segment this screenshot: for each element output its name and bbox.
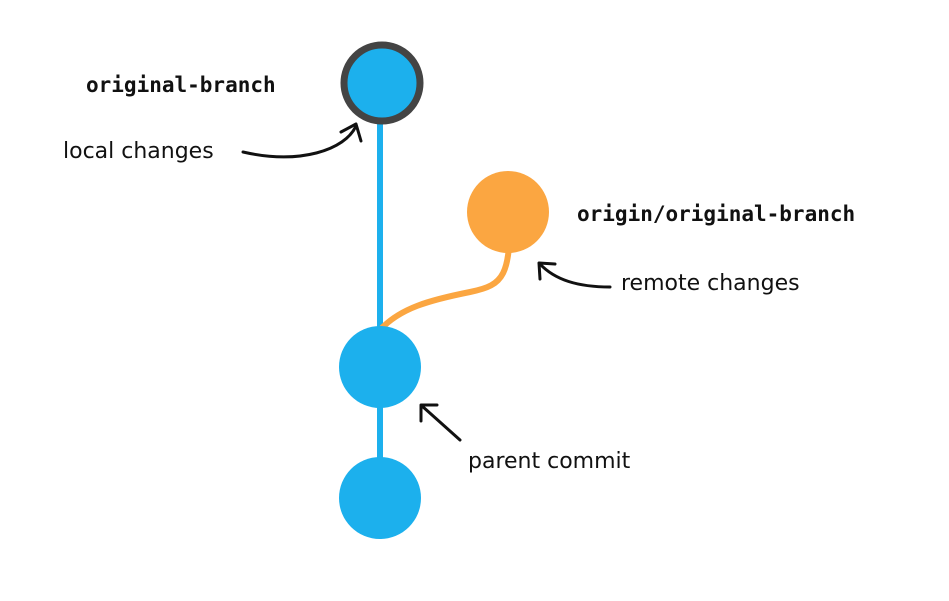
- parent-commit-arrow: [419, 403, 462, 442]
- remote-branch-label: origin/original-branch: [577, 202, 855, 226]
- local-changes-arrow: [241, 122, 363, 159]
- local-changes-label: local changes: [63, 139, 214, 164]
- parent-commit-node: [339, 326, 421, 408]
- local-branch-label: original-branch: [86, 73, 276, 97]
- parent-commit-label: parent commit: [468, 449, 631, 474]
- remote-commit-node: [467, 171, 549, 253]
- remote-branch-line: [377, 211, 513, 333]
- remote-changes-arrow: [537, 261, 612, 289]
- root-commit-node: [339, 457, 421, 539]
- remote-changes-label: remote changes: [621, 271, 800, 296]
- local-head-commit-node: [340, 41, 424, 125]
